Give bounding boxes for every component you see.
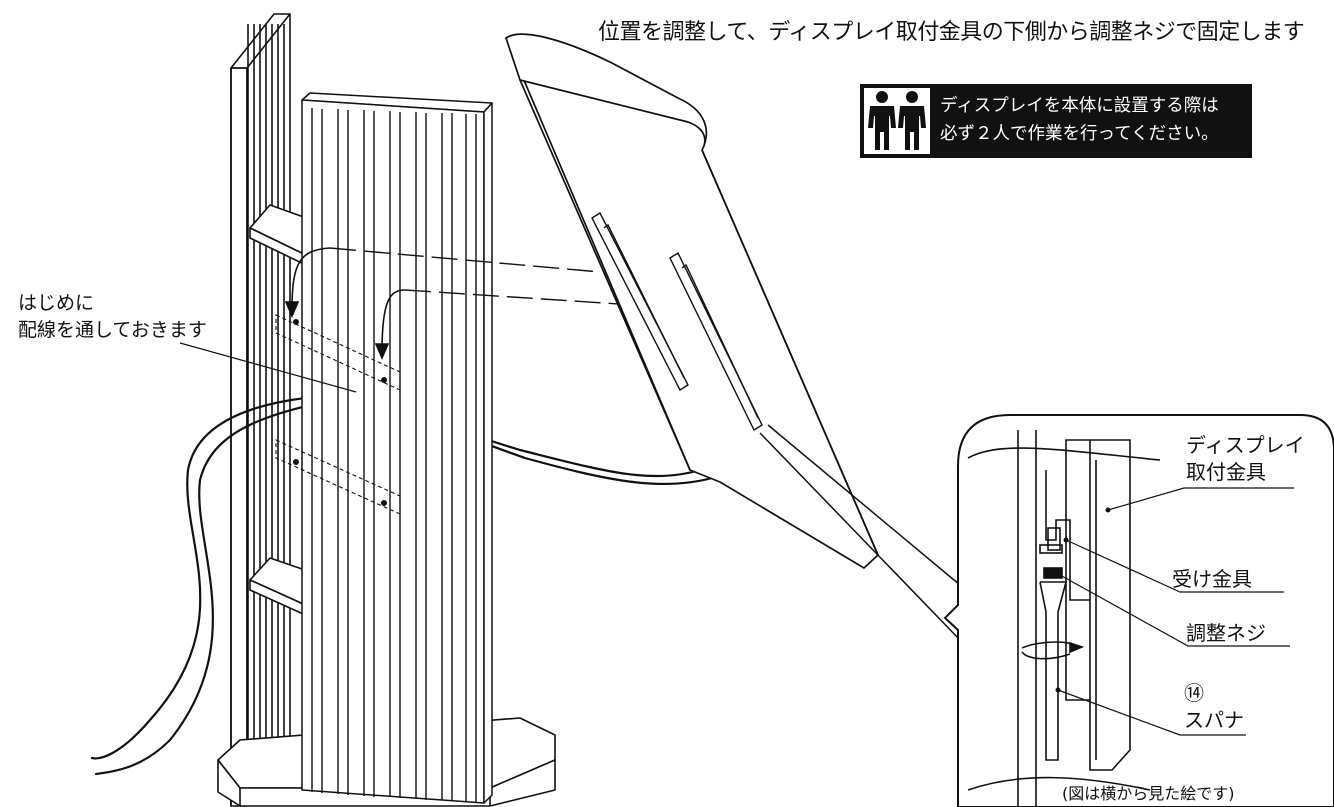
warning-message: ディスプレイを本体に設置する際は 必ず２人で作業を行ってください。 xyxy=(940,92,1219,148)
wrench-number: ⑭ xyxy=(1184,681,1204,705)
front-slats xyxy=(311,108,477,802)
mounting-arrows xyxy=(284,247,406,361)
two-people-icon xyxy=(864,88,930,154)
instruction-text: 位置を調整して、ディスプレイ取付金具の下側から調整ネジで固定します xyxy=(598,20,1305,45)
display-rails xyxy=(591,212,763,432)
hidden-slots xyxy=(275,314,401,515)
side-view-caption: (図は横から見た絵です) xyxy=(1062,784,1235,803)
intro-line-2: 配線を通しておきます xyxy=(18,319,207,341)
warning-line-1: ディスプレイを本体に設置する際は xyxy=(940,96,1219,116)
display-bracket-line-2: 取付金具 xyxy=(1186,460,1266,484)
stand-front-panel xyxy=(301,92,493,804)
two-person-warning: ディスプレイを本体に設置する際は 必ず２人で作業を行ってください。 xyxy=(860,84,1252,158)
display-bracket-line-1: ディスプレイ xyxy=(1186,433,1305,457)
intro-line-1: はじめに xyxy=(18,292,95,314)
warning-line-2: 必ず２人で作業を行ってください。 xyxy=(940,124,1219,144)
slot-markers xyxy=(293,319,387,506)
stand-back-panel xyxy=(230,13,291,807)
display-unit xyxy=(505,33,879,569)
wrench-label: ⑭ スパナ xyxy=(1184,680,1244,734)
display-bracket-label: ディスプレイ 取付金具 xyxy=(1186,432,1305,486)
detail-bubble xyxy=(943,414,1334,807)
receiver-bracket-label: 受け金具 xyxy=(1172,567,1252,591)
intro-wiring-label: はじめに 配線を通しておきます xyxy=(18,290,207,344)
wrench-name: スパナ xyxy=(1184,708,1244,732)
adjusting-screw-label: 調整ネジ xyxy=(1186,621,1266,645)
